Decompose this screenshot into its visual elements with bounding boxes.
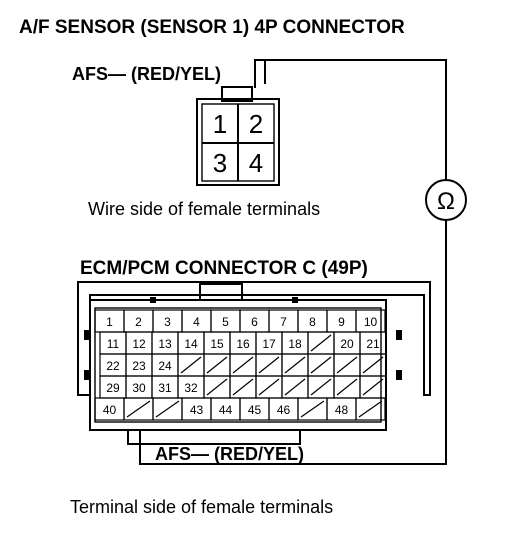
af-pin-4: 4	[249, 148, 263, 178]
ecm-pin-label: 45	[248, 403, 262, 417]
ecm-pin-label: 22	[106, 359, 120, 373]
test-wire	[139, 59, 447, 465]
ecm-pin-empty	[336, 378, 358, 396]
ecm-pin-empty	[362, 356, 384, 374]
ecm-pin-label: 2	[135, 315, 142, 329]
ecm-pin-label: 3	[164, 315, 171, 329]
ecm-pin-label: 40	[103, 403, 117, 417]
terminal-side-label: Terminal side of female terminals	[70, 497, 333, 517]
afs-top-label: AFS— (RED/YEL)	[72, 64, 221, 84]
af-sensor-4p-connector: 1 2 3 4	[196, 86, 280, 186]
ecm-pin-empty	[310, 356, 332, 374]
ecm-pin-empty	[180, 356, 202, 374]
af-connector-title: A/F SENSOR (SENSOR 1) 4P CONNECTOR	[19, 17, 405, 38]
ecm-pin-label: 18	[288, 337, 302, 351]
ecm-pin-label: 6	[251, 315, 258, 329]
ecm-pin-empty	[284, 378, 306, 396]
ecm-pin-cell	[355, 397, 386, 421]
ecm-pin-label: 20	[340, 337, 354, 351]
ecm-pin-label: 5	[222, 315, 229, 329]
af-pin-3: 3	[213, 148, 227, 178]
af-pin-2: 2	[249, 109, 263, 139]
ecm-pin-label: 13	[158, 337, 172, 351]
ohm-symbol: Ω	[437, 188, 455, 215]
ecm-pin-empty	[258, 378, 280, 396]
ecm-pin-label: 14	[184, 337, 198, 351]
ecm-pin-label: 8	[309, 315, 316, 329]
ecm-pin-label: 15	[210, 337, 224, 351]
ecm-pin-label: 24	[158, 359, 172, 373]
ecm-pin-label: 1	[106, 315, 113, 329]
ecm-pin-empty	[310, 378, 332, 396]
ecm-pin-label: 44	[219, 403, 233, 417]
ecm-pin-empty	[232, 356, 254, 374]
ecm-pin-label: 46	[277, 403, 291, 417]
ecm-pin-label: 11	[107, 337, 120, 351]
ecm-pin-empty	[126, 400, 151, 418]
ecm-pin-label: 12	[132, 337, 146, 351]
ecm-pin-empty	[284, 356, 306, 374]
ecm-pin-label: 17	[262, 337, 276, 351]
ecm-pin-empty	[206, 378, 228, 396]
ecm-pin-label: 9	[338, 315, 345, 329]
ecm-pin-empty	[358, 400, 383, 418]
ecm-pin-empty	[155, 400, 180, 418]
ecm-pin-empty	[232, 378, 254, 396]
ecm-pin-label: 30	[132, 381, 146, 395]
ecm-pin-label: 29	[106, 381, 120, 395]
ecm-pin-label: 4	[193, 315, 200, 329]
ecm-pin-label: 48	[335, 403, 349, 417]
ecm-pin-label: 10	[364, 315, 378, 329]
afs-bottom-label: AFS— (RED/YEL)	[155, 444, 304, 464]
ecm-pin-label: 16	[236, 337, 250, 351]
ecm-connector-title: ECM/PCM CONNECTOR C (49P)	[80, 258, 368, 279]
ecm-pin-label: 21	[366, 337, 380, 351]
ecm-pin-empty	[336, 356, 358, 374]
ecm-pin-empty	[300, 400, 325, 418]
ecm-pin-label: 32	[184, 381, 198, 395]
ecm-pin-empty	[258, 356, 280, 374]
ecm-pin-label: 7	[280, 315, 287, 329]
ecm-pin-label: 23	[132, 359, 146, 373]
ecm-pin-label: 31	[158, 381, 172, 395]
ecm-pin-empty	[362, 378, 384, 396]
ecm-pin-label: 43	[190, 403, 204, 417]
ecm-pin-empty	[206, 356, 228, 374]
ohmmeter-icon: Ω	[425, 179, 467, 221]
ecm-pin-empty	[310, 334, 332, 352]
wire-side-label: Wire side of female terminals	[88, 199, 320, 219]
af-pin-1: 1	[213, 109, 227, 139]
